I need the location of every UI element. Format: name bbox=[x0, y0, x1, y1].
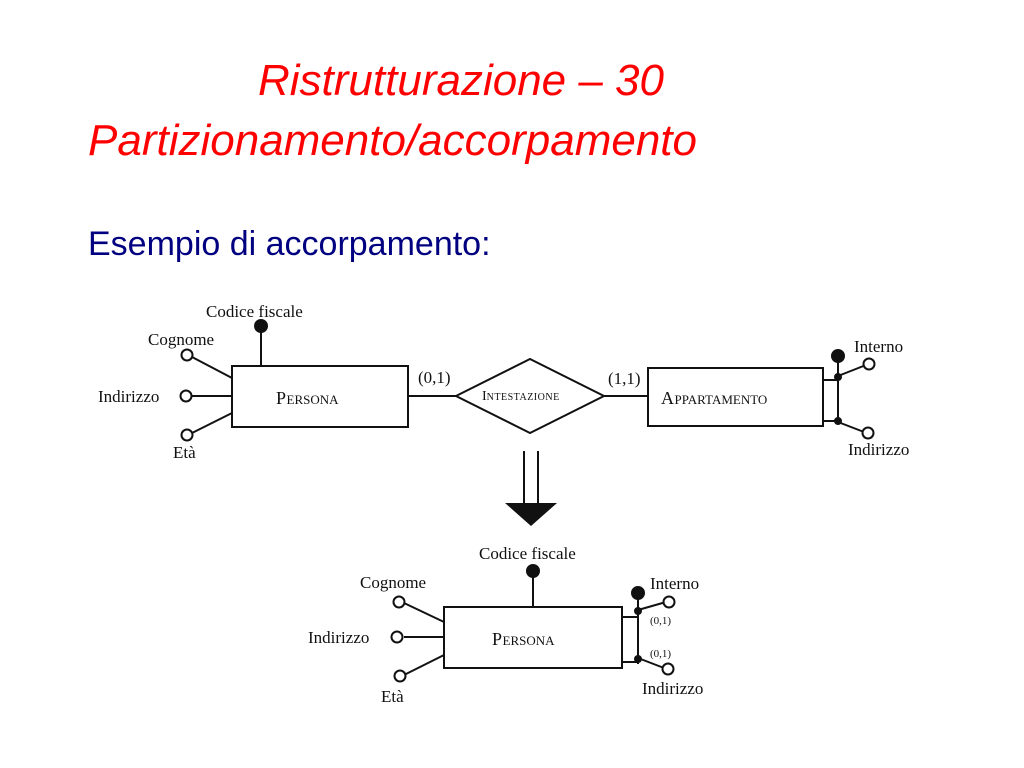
before-label-cognome: Cognome bbox=[148, 330, 214, 349]
after-card-interno: (0,1) bbox=[650, 615, 671, 627]
after-label-indirizzo: Indirizzo bbox=[308, 628, 369, 647]
after-id-dot bbox=[631, 586, 645, 600]
before-relationship-label: INTESTAZIONE bbox=[482, 389, 560, 404]
before-entity-appartamento-label: APPARTAMENTO bbox=[661, 388, 767, 408]
slide-title-line1: Ristrutturazione – 30 bbox=[258, 56, 664, 105]
before-relationship-diamond bbox=[453, 357, 607, 435]
before-label-codice-fiscale: Codice fiscale bbox=[206, 302, 303, 321]
before-label-indirizzo: Indirizzo bbox=[98, 387, 159, 406]
before-id-joint1 bbox=[834, 373, 842, 381]
before-cognome-circle bbox=[180, 348, 194, 362]
before-label-indirizzo-app: Indirizzo bbox=[848, 440, 909, 459]
before-cf-dot bbox=[254, 319, 268, 333]
after-label-indirizzo-app: Indirizzo bbox=[642, 679, 703, 698]
before-card-persona: (0,1) bbox=[418, 368, 451, 387]
before-cognome-line bbox=[191, 356, 233, 379]
after-interno-line bbox=[637, 601, 667, 611]
after-label-eta: Età bbox=[381, 687, 404, 706]
before-eta-circle bbox=[180, 428, 194, 442]
after-indirizzo-circle bbox=[390, 630, 404, 644]
slide-title-line2: Partizionamento/accorpamento bbox=[88, 116, 697, 165]
after-cf-dot bbox=[526, 564, 540, 578]
before-card-appartamento: (1,1) bbox=[608, 369, 641, 388]
after-label-codice-fiscale: Codice fiscale bbox=[479, 544, 576, 563]
before-interno-circle bbox=[862, 357, 876, 371]
before-label-eta: Età bbox=[173, 443, 196, 462]
before-eta-line bbox=[191, 412, 233, 434]
after-id-joint1 bbox=[634, 607, 642, 615]
before-id-joint2 bbox=[834, 417, 842, 425]
after-label-interno: Interno bbox=[650, 574, 699, 593]
before-id-dot bbox=[831, 349, 845, 363]
slide-subtitle: Esempio di accorpamento: bbox=[88, 225, 491, 263]
before-entity-persona-label: PERSONA bbox=[276, 388, 339, 408]
before-indirizzo-app-line bbox=[837, 421, 865, 433]
before-indirizzo-circle bbox=[179, 389, 193, 403]
after-card-indirizzo: (0,1) bbox=[650, 648, 671, 660]
after-indirizzo-app-circle bbox=[661, 662, 675, 676]
before-interno-line bbox=[837, 364, 867, 377]
after-interno-circle bbox=[662, 595, 676, 609]
down-arrow-icon bbox=[505, 503, 557, 526]
after-cognome-line bbox=[403, 602, 445, 623]
after-cognome-circle bbox=[392, 595, 406, 609]
after-eta-line bbox=[403, 654, 445, 676]
after-indirizzo-app-line bbox=[637, 657, 665, 669]
after-entity-persona-label: PERSONA bbox=[492, 629, 555, 649]
before-label-interno: Interno bbox=[854, 337, 903, 356]
after-id-joint2 bbox=[634, 655, 642, 663]
before-indirizzo-app-circle bbox=[861, 426, 875, 440]
after-eta-circle bbox=[393, 669, 407, 683]
after-label-cognome: Cognome bbox=[360, 573, 426, 592]
before-entity-appartamento-box bbox=[647, 367, 824, 427]
